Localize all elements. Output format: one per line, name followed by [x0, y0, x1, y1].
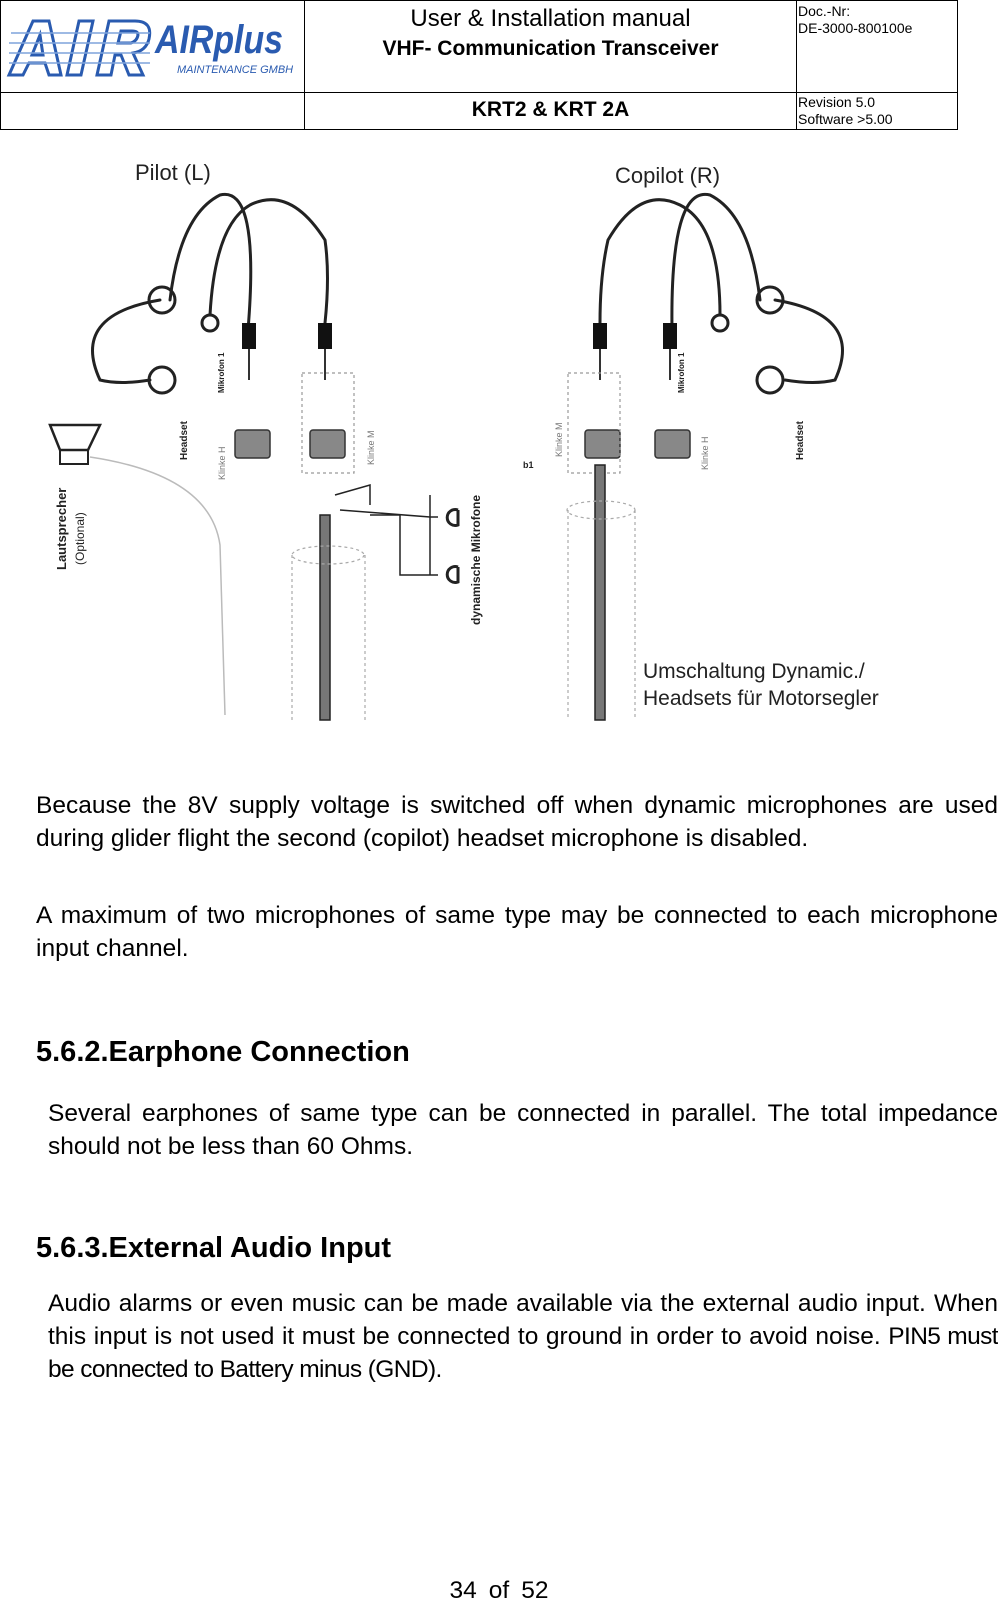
- model-cell: KRT2 & KRT 2A: [304, 92, 797, 130]
- doc-number: DE-3000-800100e: [798, 20, 913, 36]
- diagram-caption-line1: Umschaltung Dynamic./: [643, 660, 865, 683]
- title-cell: User & Installation manual VHF- Communic…: [304, 0, 797, 93]
- software-version: Software >5.00: [798, 111, 893, 127]
- headset-label-left: Headset: [179, 420, 190, 460]
- paragraph-earphones: Several earphones of same type can be co…: [48, 1100, 998, 1160]
- mikrofon-label-left: Mikrofon 1: [217, 352, 226, 393]
- mikrofon-label-right: Mikrofon 1: [677, 352, 686, 393]
- speaker-label: Lautsprecher: [54, 488, 69, 570]
- manual-title: User & Installation manual: [410, 5, 691, 32]
- page-total: 52: [521, 1577, 549, 1604]
- klinke-m-label-right: Klinke M: [554, 422, 564, 457]
- diagram-caption-line2: Headsets für Motorsegler: [643, 687, 879, 710]
- pin5-note: PIN5 must be connected to Battery minus …: [48, 1323, 998, 1383]
- logo-subtitle: MAINTENANCE GMBH: [177, 64, 293, 76]
- copilot-label: Copilot (R): [615, 163, 720, 188]
- paragraph-external-audio-text: Audio alarms or even music can be made a…: [48, 1290, 998, 1350]
- heading-external-audio-input: 5.6.3.External Audio Input: [36, 1232, 392, 1264]
- paragraph-external-audio: Audio alarms or even music can be made a…: [48, 1287, 998, 1386]
- manual-subtitle: VHF- Communication Transceiver: [382, 37, 719, 60]
- revision-cell: Revision 5.0 Software >5.00: [796, 92, 958, 130]
- doc-number-cell: Doc.-Nr: DE-3000-800100e: [796, 0, 958, 93]
- paragraph-supply-voltage: Because the 8V supply voltage is switche…: [36, 792, 998, 852]
- speaker-optional-label: (Optional): [73, 512, 87, 565]
- page-of: of: [488, 1577, 510, 1604]
- airplus-logo: AIRplus MAINTENANCE GMBH: [6, 18, 293, 77]
- revision: Revision 5.0: [798, 94, 876, 110]
- page-footer: 34 of 52: [0, 1577, 998, 1605]
- heading-earphone-connection: 5.6.2.Earphone Connection: [36, 1036, 410, 1068]
- document-header: AIRplus MAINTENANCE GMBH User & Installa…: [0, 0, 958, 130]
- klinke-m-label-left: Klinke M: [366, 430, 376, 465]
- doc-label: Doc.-Nr:: [798, 3, 851, 19]
- headset-label-right: Headset: [795, 420, 806, 460]
- paragraph-max-microphones: A maximum of two microphones of same typ…: [36, 902, 998, 962]
- b1-label: b1: [523, 460, 534, 470]
- klinke-h-label-right: Klinke H: [700, 436, 710, 470]
- klinke-h-label-left: Klinke H: [217, 446, 227, 480]
- blank-cell: [0, 92, 305, 130]
- pilot-label: Pilot (L): [135, 160, 211, 185]
- dyn-mic-label: dynamische Mikrofone: [469, 495, 483, 625]
- page-number: 34: [449, 1577, 477, 1604]
- logo-wordmark: AIRplus: [154, 18, 283, 62]
- logo-cell: AIRplus MAINTENANCE GMBH: [0, 0, 305, 93]
- wiring-diagram: Pilot (L) Copilot (R) Headset Headset Mi…: [48, 160, 879, 721]
